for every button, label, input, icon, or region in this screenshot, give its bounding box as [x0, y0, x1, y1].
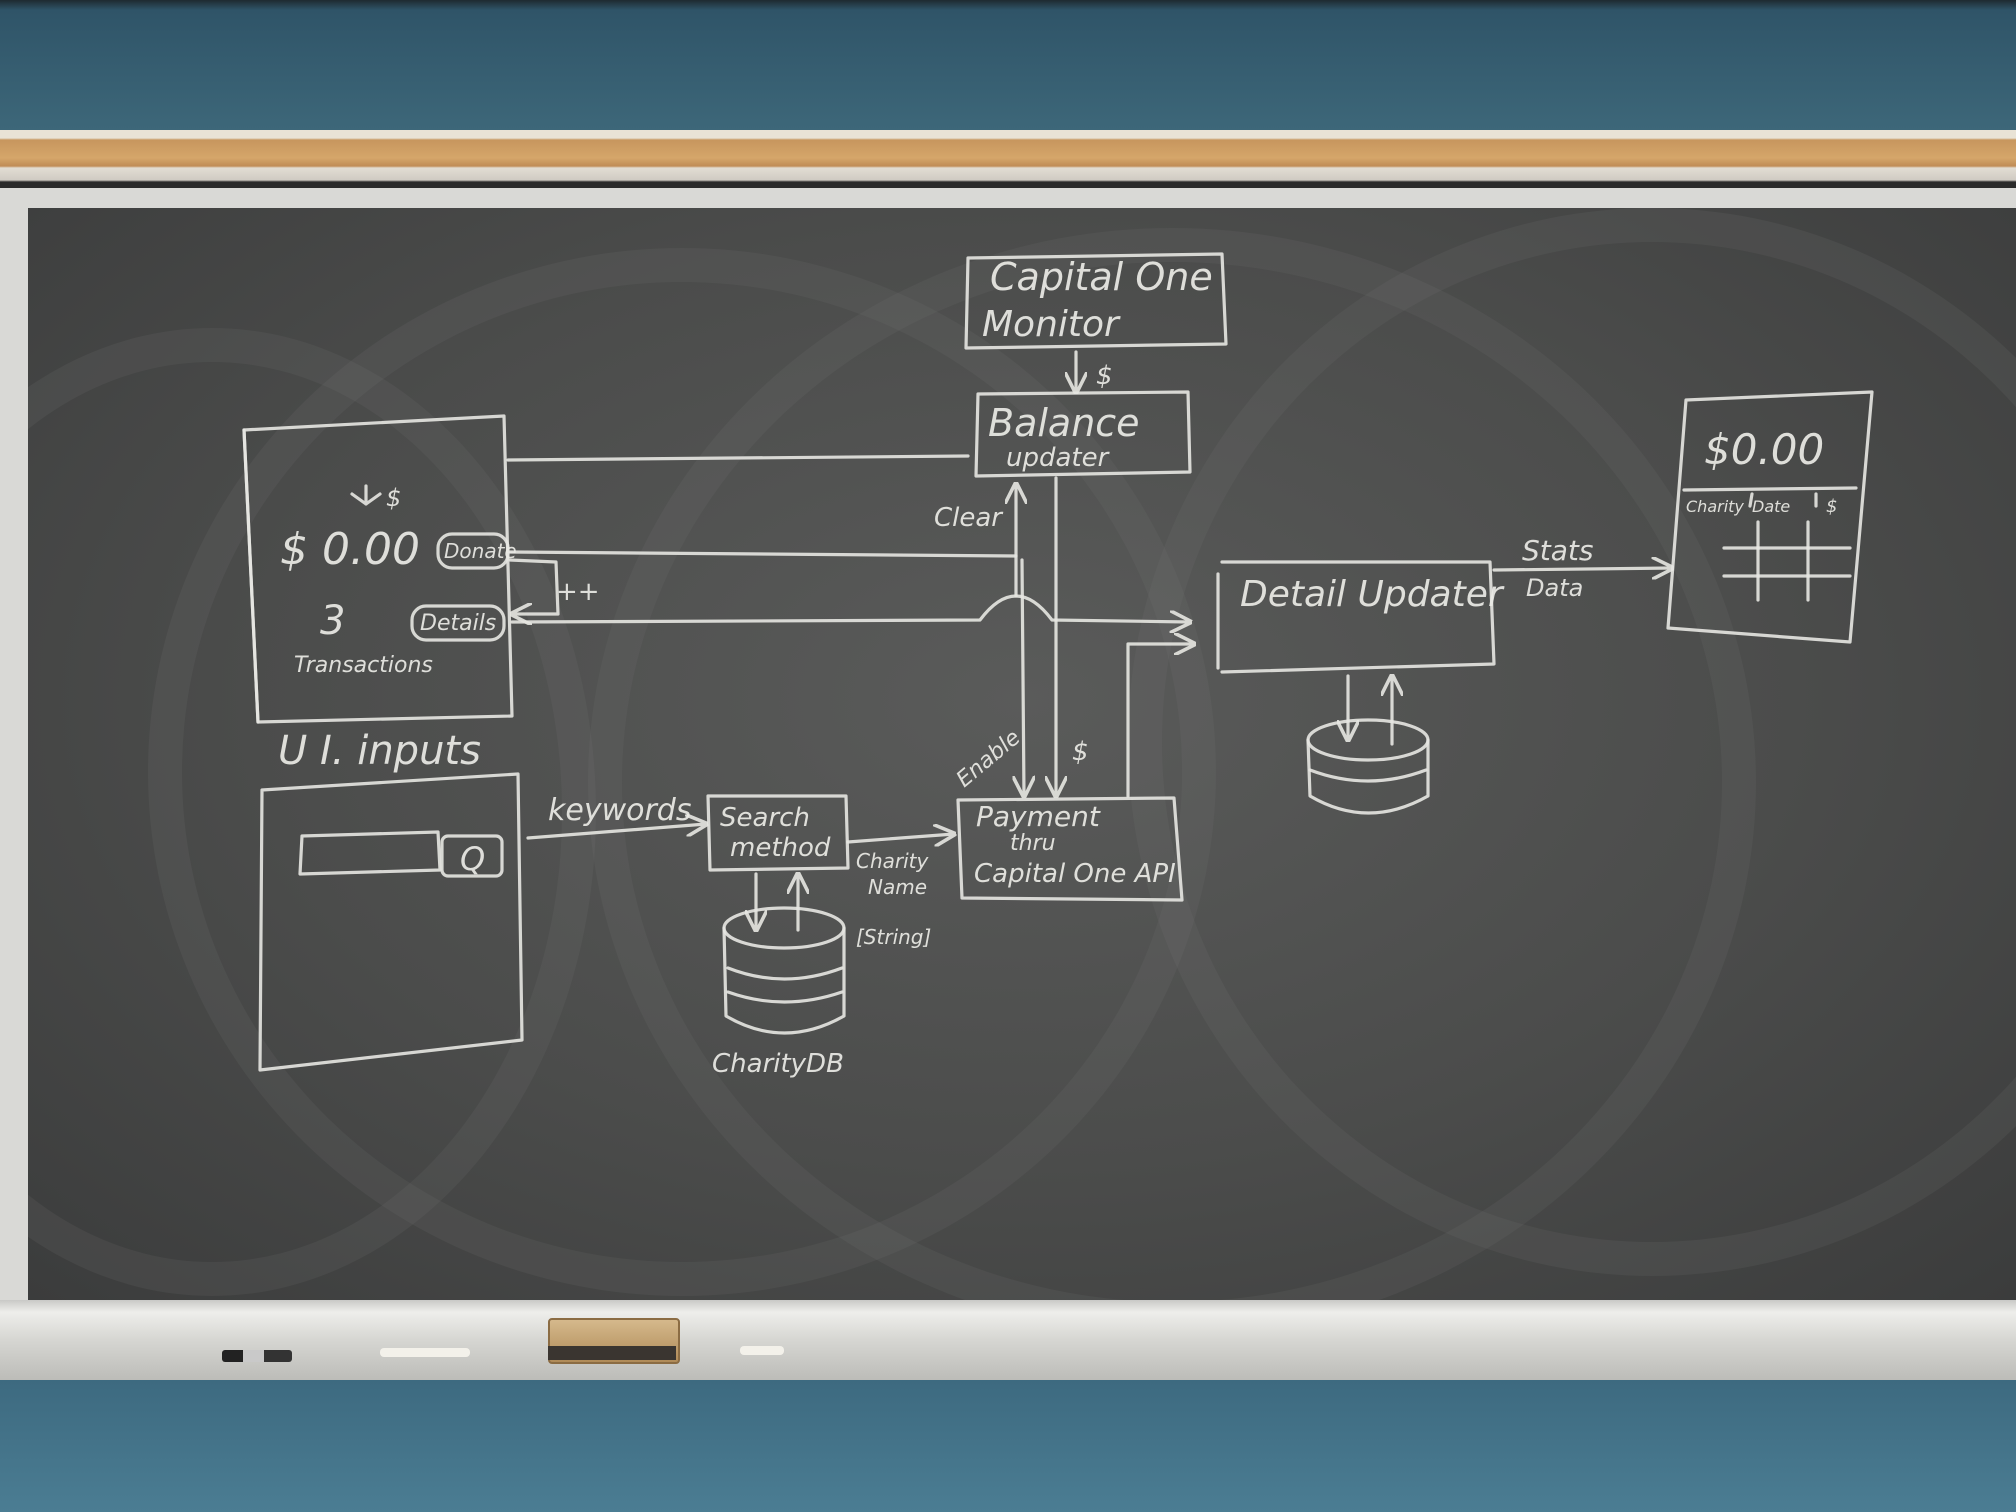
clear-label: Clear [934, 503, 1004, 533]
dollar-label: $ [386, 484, 401, 512]
payment-line2: thru [1010, 831, 1056, 856]
charity-name-line3: [String] [856, 925, 931, 949]
stats-label-line2: Data [1526, 574, 1583, 602]
charity-name-line1: Charity [856, 849, 930, 873]
details-col-date: Date [1752, 497, 1790, 516]
enable-label: Enable [952, 725, 1025, 792]
monitor-line1: Capital One [990, 255, 1213, 299]
keywords-label: keywords [548, 793, 691, 828]
stats-data-arrow [1494, 568, 1672, 570]
details-col-amount: $ [1826, 496, 1837, 517]
charity-name-line2: Name [868, 875, 927, 899]
plusplus-label: ++ [556, 577, 600, 607]
ui-display-panel: $ $ 0.00 Donate 3 Transactions Details [244, 416, 517, 722]
payment-line3: Capital One API [974, 859, 1176, 889]
donate-to-details-arrow [510, 560, 558, 614]
transactions-count: 3 [320, 598, 345, 644]
ui-inputs-panel: Q [260, 774, 522, 1070]
transactions-label: Transactions [294, 653, 433, 678]
search-method-line1: Search [720, 803, 810, 833]
charity-name-arrow [848, 834, 954, 842]
details-col-charity: Charity [1686, 497, 1744, 516]
enable-arrow [1022, 560, 1024, 796]
detail-updater-label: Detail Updater [1240, 574, 1505, 615]
detail-updater-box: Detail Updater [1218, 562, 1505, 672]
monitor-line2: Monitor [982, 304, 1121, 345]
details-button-label: Details [420, 611, 496, 636]
ui-inputs-label: U I. inputs [278, 728, 481, 774]
payment-api-box: Payment thru Capital One API [958, 798, 1182, 900]
balance-amount: $ 0.00 [280, 524, 420, 575]
capital-one-monitor-box: Capital One Monitor [966, 254, 1226, 348]
payment-to-detail-updater-arrow [1128, 644, 1194, 796]
donate-button-label: Donate [444, 539, 517, 563]
search-button[interactable]: Q [442, 836, 502, 878]
stats-label-line1: Stats [1522, 534, 1593, 567]
balance-updater-line1: Balance [988, 401, 1140, 445]
search-method-line2: method [730, 833, 831, 863]
details-to-detail-updater-line [512, 596, 1190, 622]
donate-button[interactable]: Donate [438, 534, 517, 568]
donate-to-payment-line [510, 552, 1016, 556]
search-icon: Q [460, 840, 485, 878]
search-input[interactable] [300, 832, 440, 874]
charity-db-label: CharityDB [712, 1049, 844, 1079]
balance-updater-box: Balance updater [976, 392, 1190, 476]
balance-to-ui-line [508, 456, 968, 460]
payment-line1: Payment [976, 800, 1101, 833]
search-method-box: Search method [708, 796, 848, 870]
payment-dollar-label: $ [1072, 737, 1089, 767]
charity-db-cylinder [724, 908, 844, 1033]
details-button[interactable]: Details [412, 606, 504, 640]
balance-updater-line2: updater [1006, 443, 1111, 473]
details-view-amount: $0.00 [1704, 425, 1824, 474]
detail-db-cylinder [1308, 720, 1428, 813]
details-view-panel: $0.00 Charity Date $ [1668, 392, 1872, 642]
monitor-flow-label: $ [1096, 361, 1113, 391]
